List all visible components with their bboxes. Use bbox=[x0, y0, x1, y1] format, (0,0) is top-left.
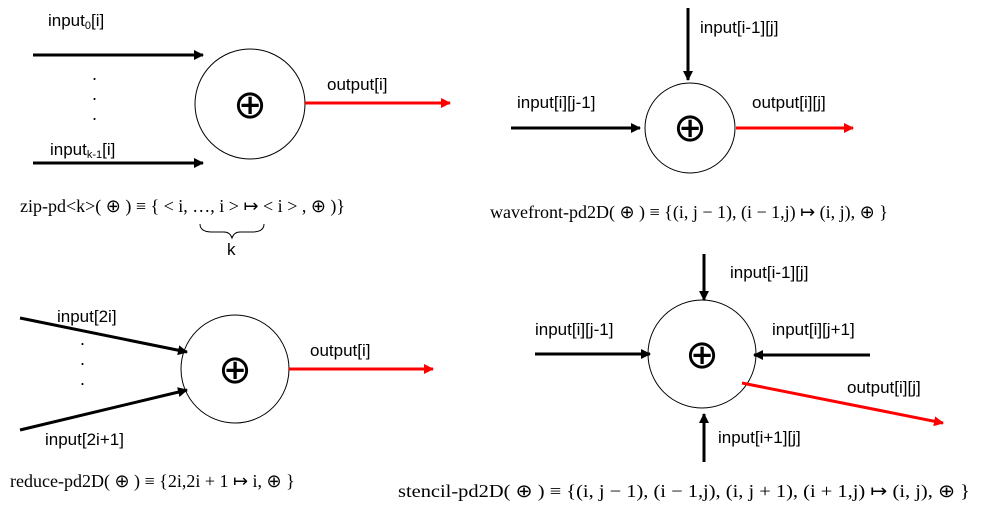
reduce-input-second-label: input[2i+1] bbox=[45, 430, 124, 449]
zip-input-first-label: input0[i] bbox=[48, 11, 104, 32]
reduce-operator-symbol: ⊕ bbox=[218, 347, 252, 393]
zip-input-last-label: inputk-1[i] bbox=[50, 140, 115, 161]
reduce-ellipsis-dot: . bbox=[80, 369, 85, 389]
stencil-operator-circle bbox=[647, 299, 757, 409]
stencil-output-label: output[i][j] bbox=[847, 378, 921, 397]
zip-output-label: output[i] bbox=[327, 75, 388, 94]
reduce-ellipsis-dot: . bbox=[80, 349, 85, 369]
reduce-diagram: input[2i] . . . input[2i+1] ⊕ output[i] … bbox=[10, 307, 434, 492]
zip-formula: zip-pd<k>( ⊕ ) ≡ { < i, …, i > ↦ < i > ,… bbox=[20, 196, 345, 217]
wavefront-input-left-label: input[i][j-1] bbox=[517, 93, 595, 112]
reduce-input-second-arrow bbox=[19, 387, 188, 432]
reduce-ellipsis-dot: . bbox=[80, 329, 85, 349]
wavefront-formula: wavefront-pd2D( ⊕ ) ≡ {(i, j − 1), (i − … bbox=[490, 202, 888, 223]
stencil-formula: stencil-pd2D( ⊕ ) ≡ {(i, j − 1), (i − 1,… bbox=[398, 481, 970, 502]
zip-ellipsis-dot: . bbox=[92, 84, 97, 104]
wavefront-output-label: output[i][j] bbox=[752, 93, 826, 112]
wavefront-input-top-label: input[i-1][j] bbox=[700, 18, 778, 37]
wavefront-operator-circle bbox=[644, 82, 736, 174]
stencil-diagram: input[i-1][j] input[i][j-1] input[i][j+1… bbox=[398, 254, 970, 502]
stencil-input-left-label: input[i][j-1] bbox=[535, 320, 613, 339]
zip-brace-label: k bbox=[227, 240, 236, 259]
reduce-output-label: output[i] bbox=[310, 341, 371, 360]
reduce-input-first-label: input[2i] bbox=[57, 307, 117, 326]
zip-diagram: input0[i] . . . inputk-1[i] ⊕ output[i] … bbox=[20, 11, 451, 259]
stencil-output-arrow bbox=[741, 381, 944, 427]
stencil-input-right-label: input[i][j+1] bbox=[772, 320, 855, 339]
stencil-operator-symbol: ⊕ bbox=[685, 332, 719, 378]
reduce-input-first-arrow bbox=[19, 316, 188, 356]
reduce-formula: reduce-pd2D( ⊕ ) ≡ {2i,2i + 1 ↦ i, ⊕ } bbox=[10, 471, 295, 492]
wavefront-diagram: input[i-1][j] input[i][j-1] ⊕ output[i][… bbox=[490, 8, 888, 223]
zip-ellipsis-dot: . bbox=[92, 64, 97, 84]
zip-operator-symbol: ⊕ bbox=[233, 82, 267, 128]
zip-underbrace bbox=[199, 223, 265, 240]
stencil-input-bottom-label: input[i+1][j] bbox=[718, 428, 801, 447]
wavefront-operator-symbol: ⊕ bbox=[673, 105, 707, 151]
zip-ellipsis-dot: . bbox=[92, 104, 97, 124]
stencil-input-top-label: input[i-1][j] bbox=[730, 263, 808, 282]
